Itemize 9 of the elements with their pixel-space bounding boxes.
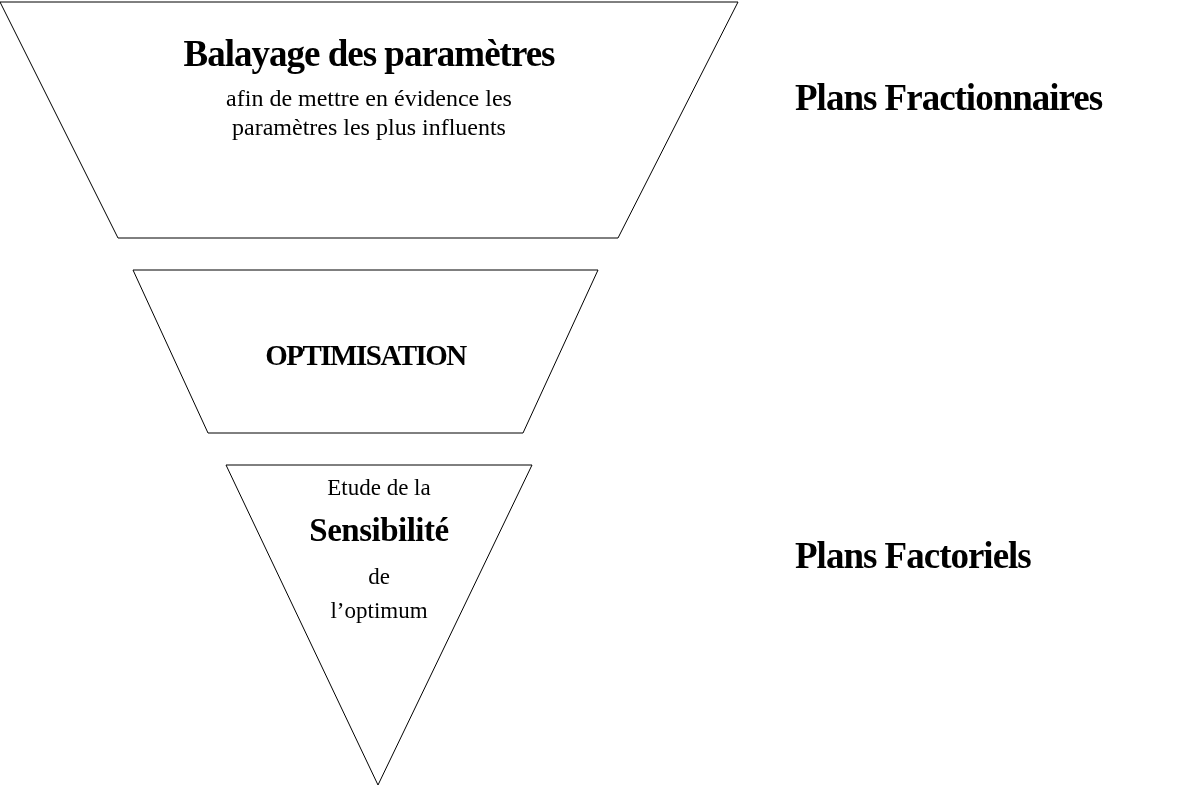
emphasis-text: Sensibilité xyxy=(309,511,449,550)
connector-word: de xyxy=(368,563,390,591)
closing-text: l’optimum xyxy=(330,597,428,625)
stage-label: OPTIMISATION xyxy=(265,338,466,373)
intro-text: Etude de la xyxy=(327,474,431,502)
description: afin de mettre en évidence les paramètres les plus influents xyxy=(225,84,513,142)
heading: Balayage des paramètres xyxy=(183,32,555,76)
method-label: Plans Factoriels xyxy=(795,534,1031,577)
method-label: Plans Fractionnaires xyxy=(795,76,1103,119)
